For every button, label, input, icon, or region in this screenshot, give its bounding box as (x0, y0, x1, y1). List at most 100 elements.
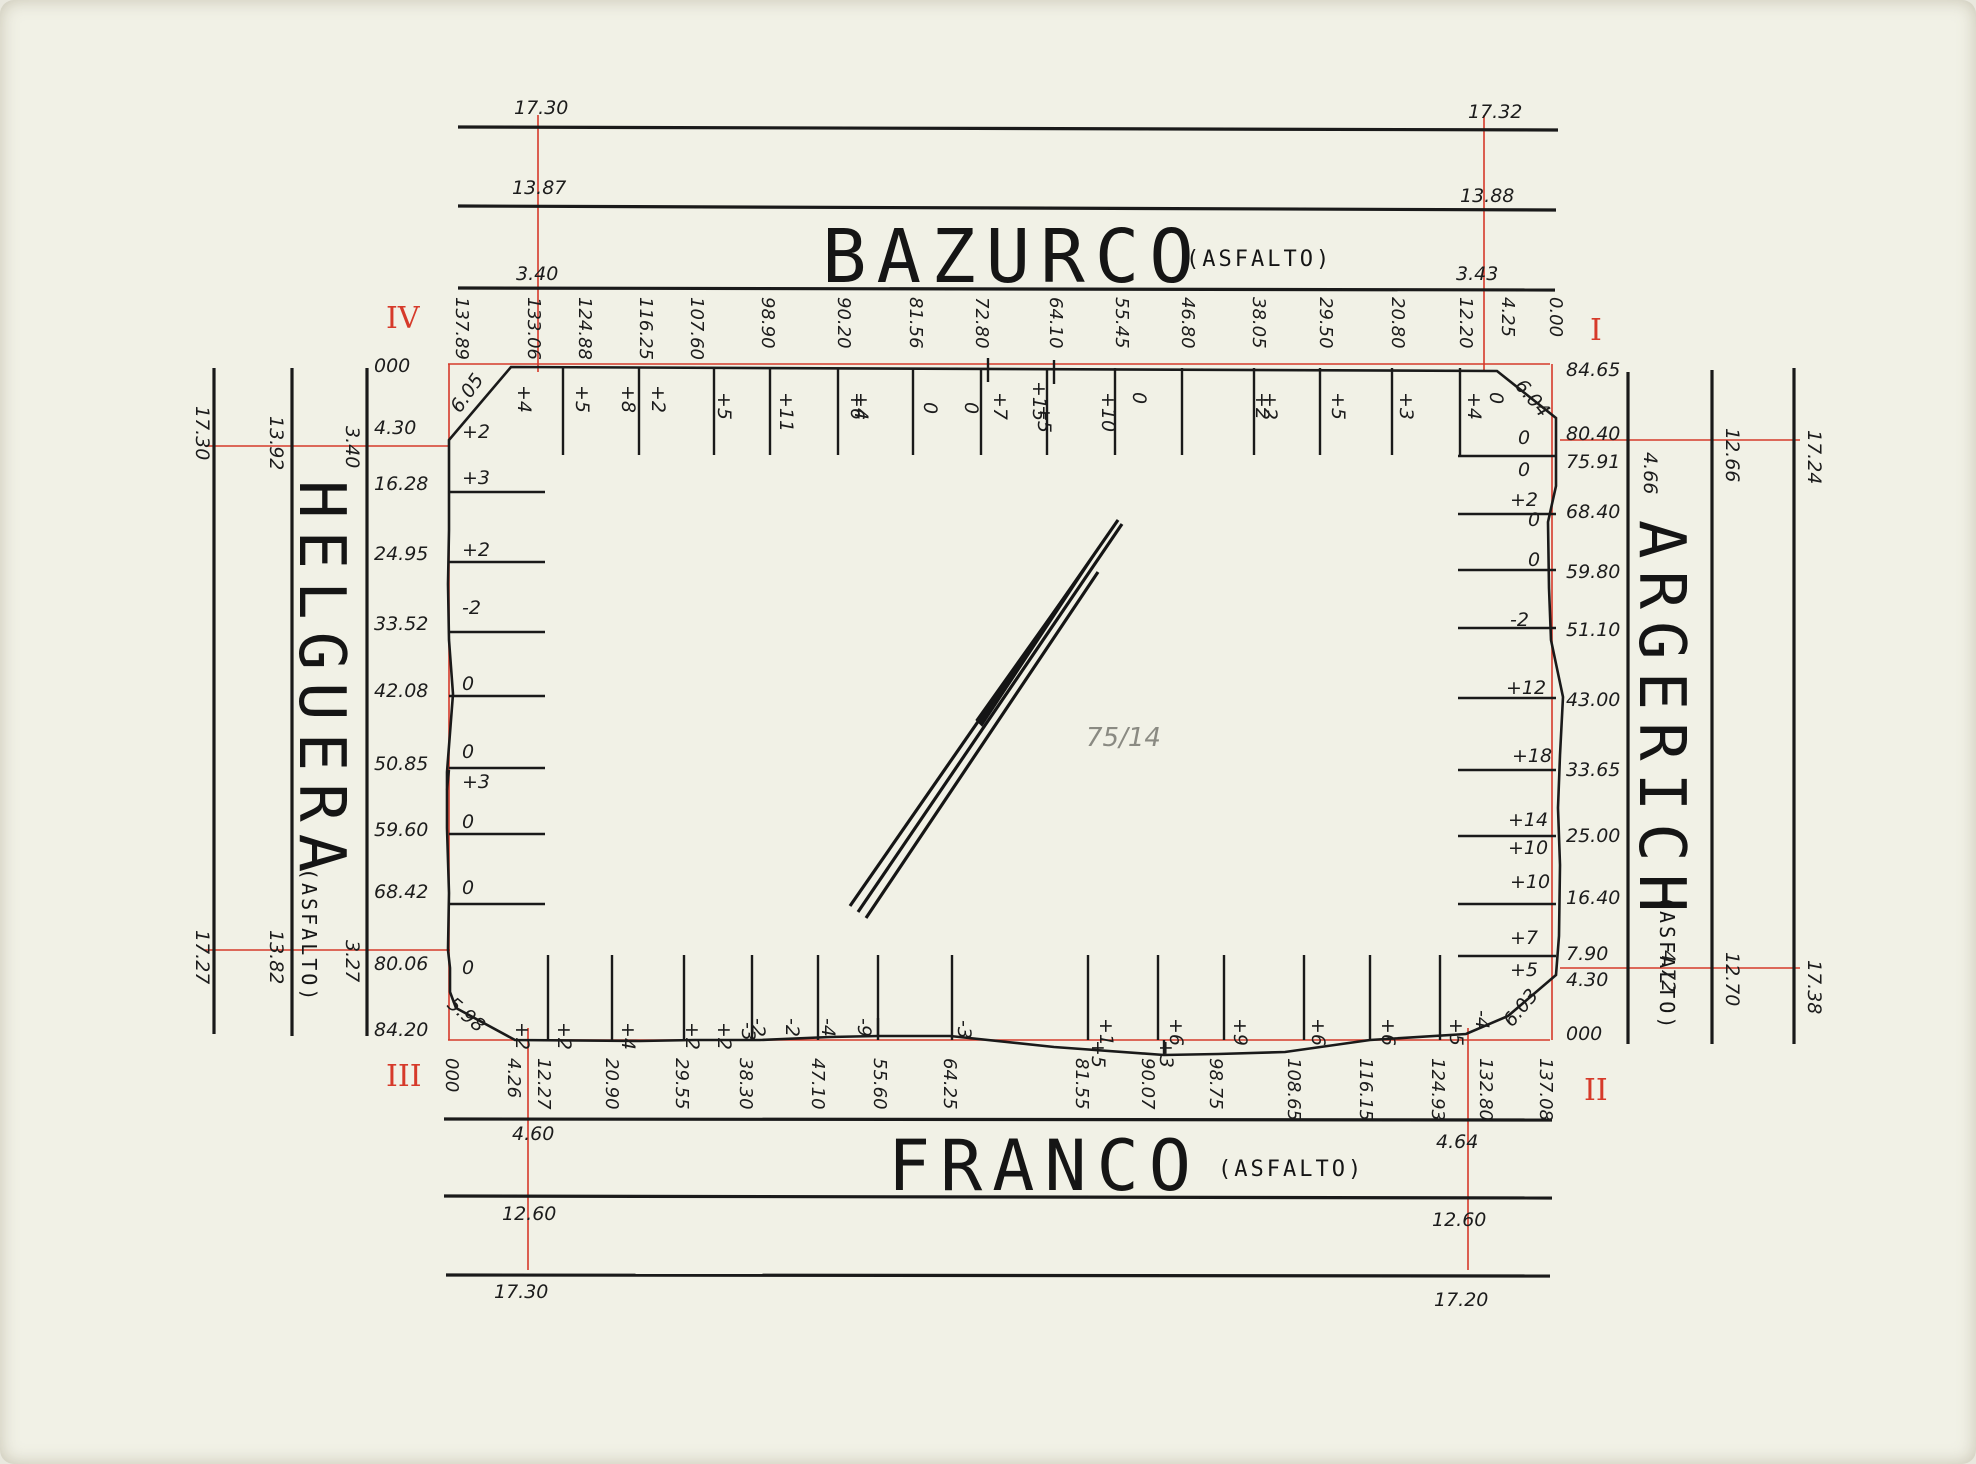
station-label: 29.55 (671, 1058, 692, 1110)
offset-label: +6 (846, 392, 868, 420)
north-arrow-icon (848, 519, 1124, 919)
offset-label: +8 (617, 385, 639, 413)
offset-label: 0 (1518, 427, 1530, 449)
station-label: 72.80 (971, 297, 992, 349)
offset-label: 0 (462, 741, 474, 763)
street-line-north (457, 286, 1556, 292)
station-label: 4.25 (1497, 297, 1518, 337)
station-label: 38.30 (735, 1058, 756, 1110)
street-line-north (457, 204, 1557, 212)
offset-label: +6 (1307, 1018, 1329, 1046)
offset-label: -3 (737, 1022, 759, 1041)
block-outline (445, 365, 1565, 1057)
station-label: 133.06 (523, 297, 544, 360)
station-label: 12.27 (533, 1058, 554, 1110)
street-note-south: (ASFALTO) (1218, 1157, 1364, 1182)
offset-label: -9 (853, 1018, 875, 1037)
offset-label: +5 (1510, 959, 1538, 981)
station-label: 124.93 (1427, 1058, 1448, 1121)
station-label: 51.10 (1566, 619, 1620, 641)
corner-label-se: II (1584, 1073, 1608, 1108)
offset-label: 0 (919, 402, 941, 414)
offset-label: +10 (1510, 871, 1550, 893)
offset-label: +4 (1463, 392, 1485, 420)
offset-label: +9 (1229, 1018, 1251, 1046)
station-label: 24.95 (374, 543, 428, 565)
corner-label-nw: IV (386, 301, 421, 336)
station-label: 4.30 (1566, 969, 1608, 991)
corner-label-sw: III (386, 1059, 422, 1094)
station-label: 0.00 (1545, 297, 1566, 337)
offset-label: 0 (1485, 392, 1507, 404)
level-label: 3.40 (516, 263, 558, 285)
corner-label-ne: I (1590, 313, 1602, 348)
offset-label: -3 (953, 1020, 975, 1039)
offset-label: +18 (1512, 745, 1552, 767)
level-label: 13.88 (1460, 185, 1514, 207)
offset-label: +12 (1506, 677, 1546, 699)
offset-label: +10 (1508, 837, 1548, 859)
station-label: 81.55 (1071, 1058, 1092, 1110)
level-label: 17.24 (1803, 430, 1825, 484)
west-station-labels: 0004.3016.2824.9533.5242.0850.8559.6068.… (374, 355, 428, 1041)
station-label: 000 (441, 1058, 462, 1092)
offset-label: +10 (1097, 392, 1119, 432)
street-name-east: ARGERICH (1624, 520, 1698, 924)
level-label: 12.66 (1721, 428, 1743, 482)
street-line-south (445, 1273, 1551, 1278)
station-label: 84.20 (374, 1019, 428, 1041)
offset-label: 0 (1128, 392, 1150, 404)
street-name-south: FRANCO (888, 1125, 1201, 1207)
station-label: 59.60 (374, 819, 428, 841)
station-label: 29.50 (1315, 297, 1336, 349)
offset-label: +2 (511, 1022, 533, 1050)
level-label: 13.92 (265, 416, 287, 470)
offset-label: +5 (713, 392, 735, 420)
offset-label: +4 (850, 392, 872, 420)
station-label: 68.42 (374, 881, 428, 903)
level-label: 3.43 (1456, 263, 1498, 285)
station-label: 108.65 (1283, 1058, 1304, 1121)
level-label: 4.60 (512, 1123, 554, 1145)
offset-label: +2 (713, 1022, 735, 1050)
offset-label: +2 (462, 421, 490, 443)
station-label: 137.08 (1535, 1058, 1556, 1121)
offset-label: +2 (1259, 392, 1281, 420)
level-label: 17.27 (191, 930, 213, 984)
station-label: 55.45 (1111, 297, 1132, 349)
offset-label: +7 (1510, 927, 1538, 949)
street-level-labels: 17.30 13.87 3.40 17.32 13.88 3.43 4.60 1… (191, 97, 1825, 1311)
station-label: 64.10 (1045, 297, 1066, 349)
level-label: 3.40 (341, 426, 363, 468)
street-line-south (443, 1194, 1553, 1200)
station-label: 4.26 (503, 1058, 524, 1098)
level-label: 12.60 (502, 1203, 556, 1225)
offset-label: 0 (462, 877, 474, 899)
east-station-labels: 84.6580.4075.9168.4059.8051.1043.0033.65… (1566, 359, 1620, 1045)
station-label: 75.91 (1566, 451, 1620, 473)
offset-label: +7 (989, 392, 1011, 420)
level-label: 17.32 (1468, 101, 1522, 123)
station-label: 64.25 (939, 1058, 960, 1110)
station-label: 38.05 (1248, 297, 1269, 349)
level-label: 12.70 (1721, 952, 1743, 1006)
street-name-north: BAZURCO (822, 214, 1204, 300)
offset-label: +5 (1327, 392, 1349, 420)
offset-label: +5 (1033, 405, 1055, 433)
street-name-west: HELGUERA (284, 480, 358, 884)
station-label: 33.65 (1566, 759, 1620, 781)
street-note-north: (ASFALTO) (1186, 247, 1332, 272)
station-label: 20.80 (1387, 297, 1408, 349)
outline-steps (445, 358, 1166, 1055)
level-label: 4.66 (1639, 452, 1661, 494)
station-label: 98.90 (757, 297, 778, 349)
street-note-west: (ASFALTO) (297, 868, 321, 1003)
offset-label: +15 (1028, 381, 1050, 421)
block-number: 75/14 (1086, 723, 1161, 753)
offset-label: -2 (747, 1018, 769, 1037)
station-label: 80.40 (1566, 423, 1620, 445)
level-label: 17.30 (514, 97, 568, 119)
chamfer-label: 6.04 (1510, 375, 1554, 422)
